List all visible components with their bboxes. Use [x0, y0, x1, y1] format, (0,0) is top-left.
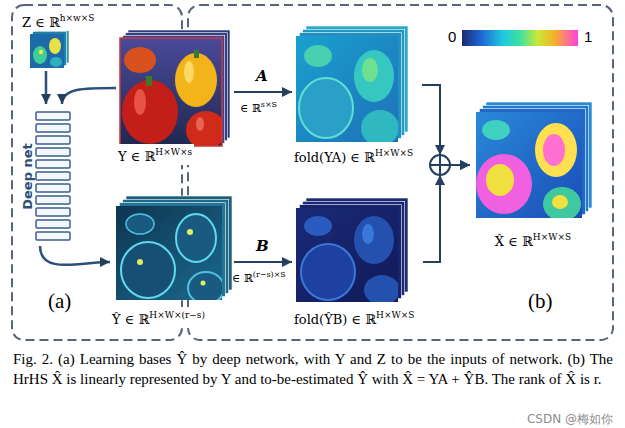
arrow-connector [423, 165, 470, 262]
math-label-base: fold(ŶB) ∈ ℝ [294, 312, 376, 327]
colorbar-tick: 1 [584, 28, 592, 45]
network-label: Deep net [19, 143, 34, 210]
watermark: CSDN @梅如你 [527, 412, 613, 426]
math-superscript: H×W×S [533, 232, 571, 242]
matrix-size: ∈ ℝ [232, 272, 253, 285]
math-label: X̂ ∈ ℝH×W×S [493, 229, 573, 250]
arrow-connector [234, 91, 292, 93]
colorbar-tick: 0 [448, 28, 456, 45]
matrix-size-superscript: (r−s)×S [253, 270, 286, 279]
arrow-connector [45, 71, 48, 104]
image-cube: fold(ŶB) ∈ ℝH×W×S [292, 196, 423, 328]
sum-symbol [430, 145, 450, 185]
matrix-size: ∈ ℝ [240, 102, 261, 115]
math-label: Z ∈ ℝh×w×S [20, 10, 96, 31]
image-cube: Ŷ ∈ ℝH×W×(r−s) [110, 194, 234, 328]
math-label: Ŷ ∈ ℝH×W×(r−s) [110, 307, 207, 328]
label-group: 1 [584, 29, 592, 44]
math-label-base: Ŷ ∈ ℝ [112, 312, 149, 327]
label-group: ∈ ℝ(r−s)×S [232, 267, 286, 286]
math-label-base: Z ∈ ℝ [22, 15, 60, 30]
math-superscript: H×W×(r−s) [149, 310, 205, 320]
image-cube: Y ∈ ℝH×W×s [116, 28, 234, 165]
image-cube: fold(YA) ∈ ℝH×W×S [292, 24, 422, 166]
dashed-region: (b)fold(YA) ∈ ℝH×W×Sfold(ŶB) ∈ ℝH×W×SX̂ … [188, 5, 613, 340]
region-label: (a) [48, 289, 71, 313]
matrix-size-superscript: s×S [261, 100, 277, 109]
arrow-connector [234, 261, 292, 263]
math-label: Y ∈ ℝH×W×s [116, 144, 194, 165]
math-superscript: H×W×S [376, 310, 414, 320]
math-superscript: h×w×S [60, 13, 95, 23]
math-label: fold(YA) ∈ ℝH×W×S [292, 145, 415, 166]
arrow-connector [422, 85, 470, 165]
label-group: 0 [448, 29, 456, 44]
label-group: ∈ ℝs×S [240, 97, 277, 116]
math-label-base: X̂ ∈ ℝ [495, 234, 533, 249]
arrow-connector [62, 88, 116, 104]
math-label-base: Y ∈ ℝ [118, 149, 155, 164]
image-cube: X̂ ∈ ℝH×W×S [470, 100, 596, 250]
region-label: (b) [528, 289, 553, 313]
figure-caption: Fig. 2. (a) Learning bases Ŷ by deep net… [13, 349, 613, 389]
edge-label: A [256, 68, 268, 85]
math-superscript: H×W×S [375, 148, 413, 158]
deep-network: Deep net [18, 104, 74, 246]
label-group: CSDN @梅如你 [527, 410, 613, 427]
image-cube: Z ∈ ℝh×w×S [20, 10, 110, 71]
math-label: fold(ŶB) ∈ ℝH×W×S [292, 307, 416, 328]
math-label-base: fold(YA) ∈ ℝ [294, 150, 375, 165]
math-superscript: H×W×s [155, 147, 192, 157]
dashed-region: (a)Z ∈ ℝh×w×SY ∈ ℝH×W×sDeep netŶ ∈ ℝH×W×… [12, 5, 182, 340]
edge-label: B [256, 238, 269, 255]
arrow-connector [40, 246, 110, 265]
